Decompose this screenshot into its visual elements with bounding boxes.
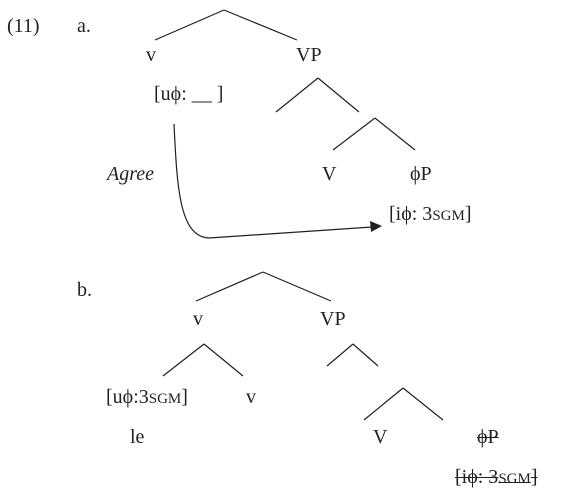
branch-b-v-left xyxy=(162,343,205,377)
subexample-a-label: a. xyxy=(77,15,91,37)
b-v-head-node: v xyxy=(246,386,256,408)
b-clitic-le: le xyxy=(130,426,145,448)
agree-arrowhead xyxy=(370,221,382,232)
a-phiP-node: ϕP xyxy=(410,163,432,185)
branch-b-vp-left xyxy=(326,343,354,367)
branch-b-root-left xyxy=(195,271,264,302)
branch-a-vbar-left xyxy=(332,117,376,151)
b-phiP-node-deleted: ϕP xyxy=(477,426,499,448)
branch-b-root-right xyxy=(262,271,332,302)
a-vp-node: VP xyxy=(296,44,322,66)
branch-a-vp-right xyxy=(317,77,360,113)
branch-a-root-left xyxy=(154,9,225,41)
branch-a-root-right xyxy=(223,9,298,41)
b-i-phi-feature-deleted: [iϕ: 3sgM] xyxy=(455,466,538,488)
b-vp-node: VP xyxy=(320,308,346,330)
agree-label: Agree xyxy=(107,163,155,185)
a-i-phi-feature: [iϕ: 3sgM] xyxy=(389,203,472,225)
a-v-node: v xyxy=(146,44,156,66)
branch-b-vbar-left xyxy=(363,387,404,421)
branch-b-vbar-right xyxy=(402,387,444,421)
a-V-node: V xyxy=(322,163,337,185)
example-number: (11) xyxy=(7,15,40,37)
a-u-phi-feature: [uϕ: __ ] xyxy=(154,83,224,105)
b-V-node: V xyxy=(373,426,388,448)
b-u-phi-feature: [uϕ:3sgM] xyxy=(106,386,188,408)
branch-a-vp-left xyxy=(275,77,319,113)
b-v-top-node: v xyxy=(193,308,203,330)
subexample-b-label: b. xyxy=(77,279,92,301)
agree-arrow xyxy=(173,123,373,239)
branch-b-v-right xyxy=(203,343,244,377)
branch-a-vbar-right xyxy=(374,117,416,151)
branch-b-vp-right xyxy=(352,343,379,367)
